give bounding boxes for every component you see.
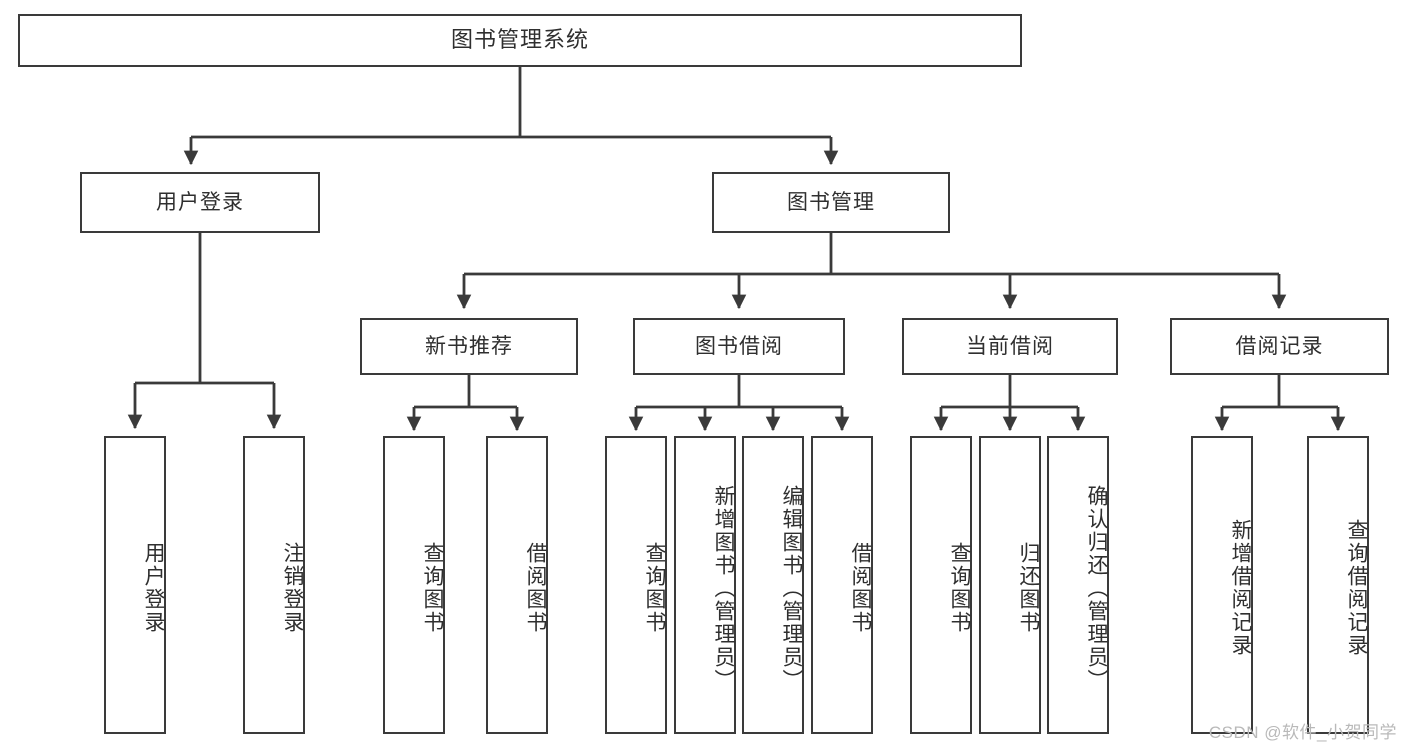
node-leaf-query-record[interactable]: 查询借阅记录 xyxy=(1307,436,1369,734)
node-leaf-borrow-book-2[interactable]: 借阅图书 xyxy=(811,436,873,734)
node-new-book-rec[interactable]: 新书推荐 xyxy=(360,318,578,375)
node-label: 查询图书 xyxy=(643,542,666,634)
watermark: CSDN @软件_小贺同学 xyxy=(1208,723,1397,742)
node-root[interactable]: 图书管理系统 xyxy=(18,14,1022,67)
node-leaf-user-login[interactable]: 用户登录 xyxy=(104,436,166,734)
node-leaf-logout[interactable]: 注销登录 xyxy=(243,436,305,734)
node-label: 新增借阅记录 xyxy=(1229,519,1252,657)
node-leaf-add-book[interactable]: 新增图书（管理员） xyxy=(674,436,736,734)
node-label: 借阅图书 xyxy=(524,542,547,634)
node-book-manage[interactable]: 图书管理 xyxy=(712,172,950,233)
node-user-login[interactable]: 用户登录 xyxy=(80,172,320,233)
node-leaf-add-record[interactable]: 新增借阅记录 xyxy=(1191,436,1253,734)
node-borrow-record[interactable]: 借阅记录 xyxy=(1170,318,1389,375)
node-label: 注销登录 xyxy=(281,542,304,634)
node-label: 归还图书 xyxy=(1017,542,1040,634)
node-leaf-query-book-1[interactable]: 查询图书 xyxy=(383,436,445,734)
node-leaf-query-book-3[interactable]: 查询图书 xyxy=(910,436,972,734)
node-label: 编辑图书（管理员） xyxy=(780,484,803,692)
node-leaf-query-book-2[interactable]: 查询图书 xyxy=(605,436,667,734)
node-label: 查询图书 xyxy=(948,542,971,634)
node-book-borrow[interactable]: 图书借阅 xyxy=(633,318,845,375)
node-label: 用户登录 xyxy=(142,542,165,634)
node-leaf-edit-book[interactable]: 编辑图书（管理员） xyxy=(742,436,804,734)
node-label: 查询借阅记录 xyxy=(1345,519,1368,657)
node-label: 新增图书（管理员） xyxy=(712,484,735,692)
node-leaf-confirm-return[interactable]: 确认归还（管理员） xyxy=(1047,436,1109,734)
node-current-borrow[interactable]: 当前借阅 xyxy=(902,318,1118,375)
node-leaf-borrow-book-1[interactable]: 借阅图书 xyxy=(486,436,548,734)
node-leaf-return-book[interactable]: 归还图书 xyxy=(979,436,1041,734)
node-label: 确认归还（管理员） xyxy=(1085,484,1108,692)
node-label: 借阅图书 xyxy=(849,542,872,634)
node-label: 查询图书 xyxy=(421,542,444,634)
